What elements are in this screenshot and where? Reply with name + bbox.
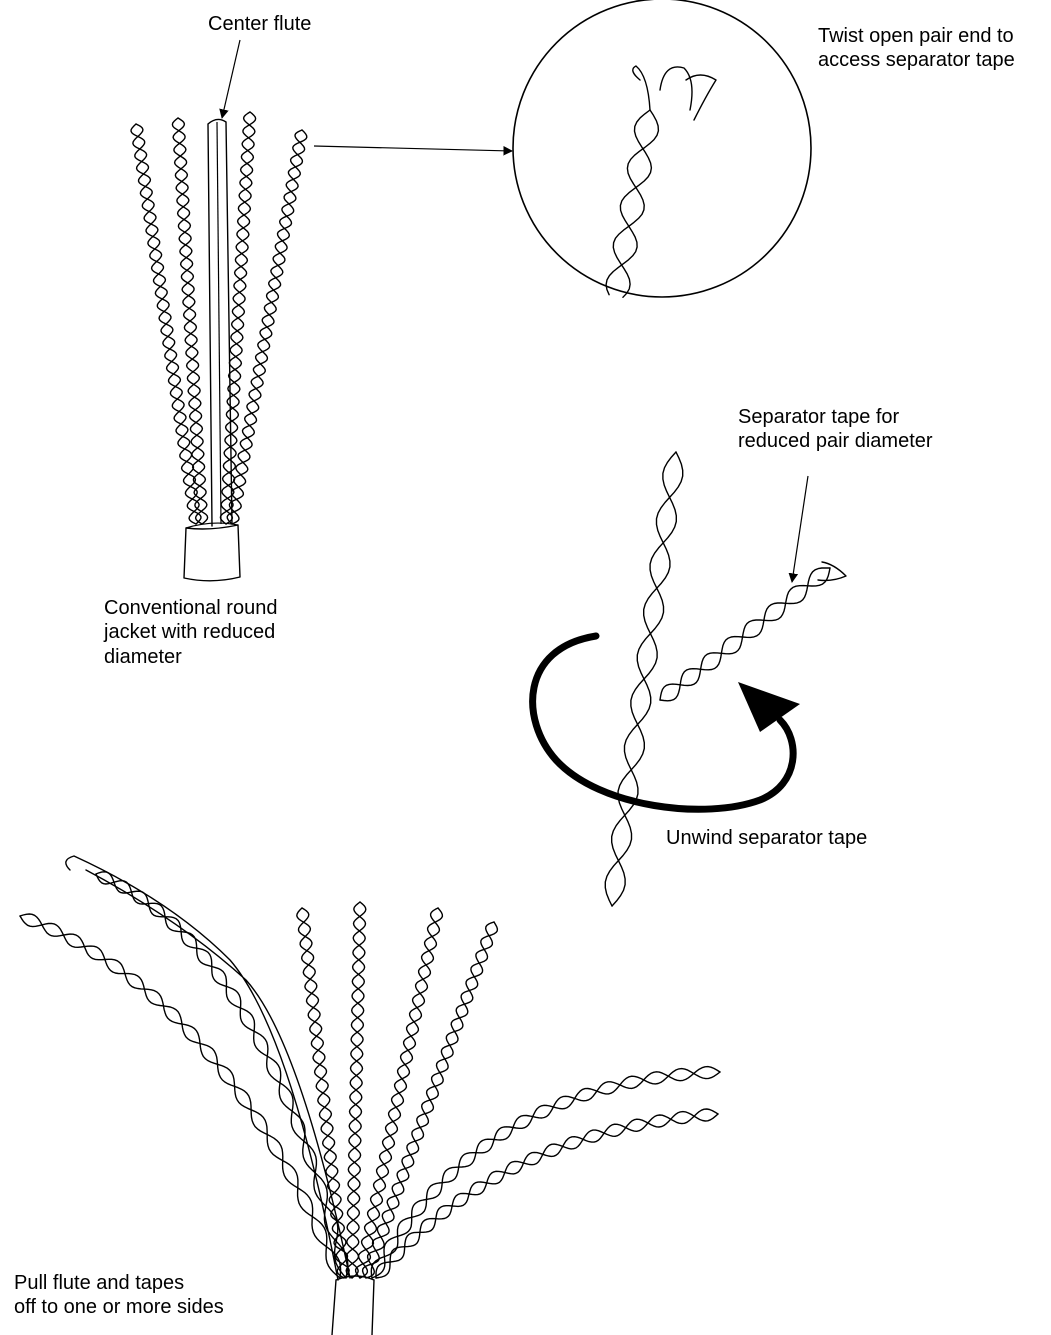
bottom-twisted-pairs	[20, 872, 720, 1278]
center-flute-pointer	[222, 40, 240, 118]
twisted-pair-4	[227, 130, 307, 524]
pulled-flute	[66, 856, 350, 1280]
bottom-jacket	[332, 1276, 374, 1335]
detail-circle	[513, 0, 811, 297]
separator-tape-branch	[660, 568, 830, 701]
rotation-arrowhead	[738, 682, 800, 732]
detail-arrow	[314, 146, 512, 151]
bottom-pair-1	[297, 908, 349, 1278]
twisted-pair-3	[220, 112, 255, 524]
tape-end	[818, 562, 846, 581]
bottom-pair-2	[346, 902, 366, 1278]
conventional-cable-figure	[131, 40, 512, 581]
separator-tape-pointer	[792, 476, 808, 582]
rotation-arrow	[533, 636, 794, 809]
bottom-pair-3	[356, 908, 443, 1278]
unwind-pair-strand	[605, 452, 682, 906]
detail-twisted-pair	[606, 110, 658, 297]
cable-jacket	[184, 525, 240, 581]
twisted-pair-1	[131, 124, 201, 524]
bottom-pair-left-2	[96, 872, 348, 1278]
detail-pair-strand	[606, 110, 658, 297]
unwind-figure	[533, 452, 846, 906]
bottom-pair-right-1	[371, 1067, 720, 1278]
separator-tape-strand	[660, 568, 830, 701]
unwind-twisted-pair	[605, 452, 682, 906]
opened-pair-end	[633, 66, 716, 120]
pulled-cable-figure	[20, 856, 720, 1335]
